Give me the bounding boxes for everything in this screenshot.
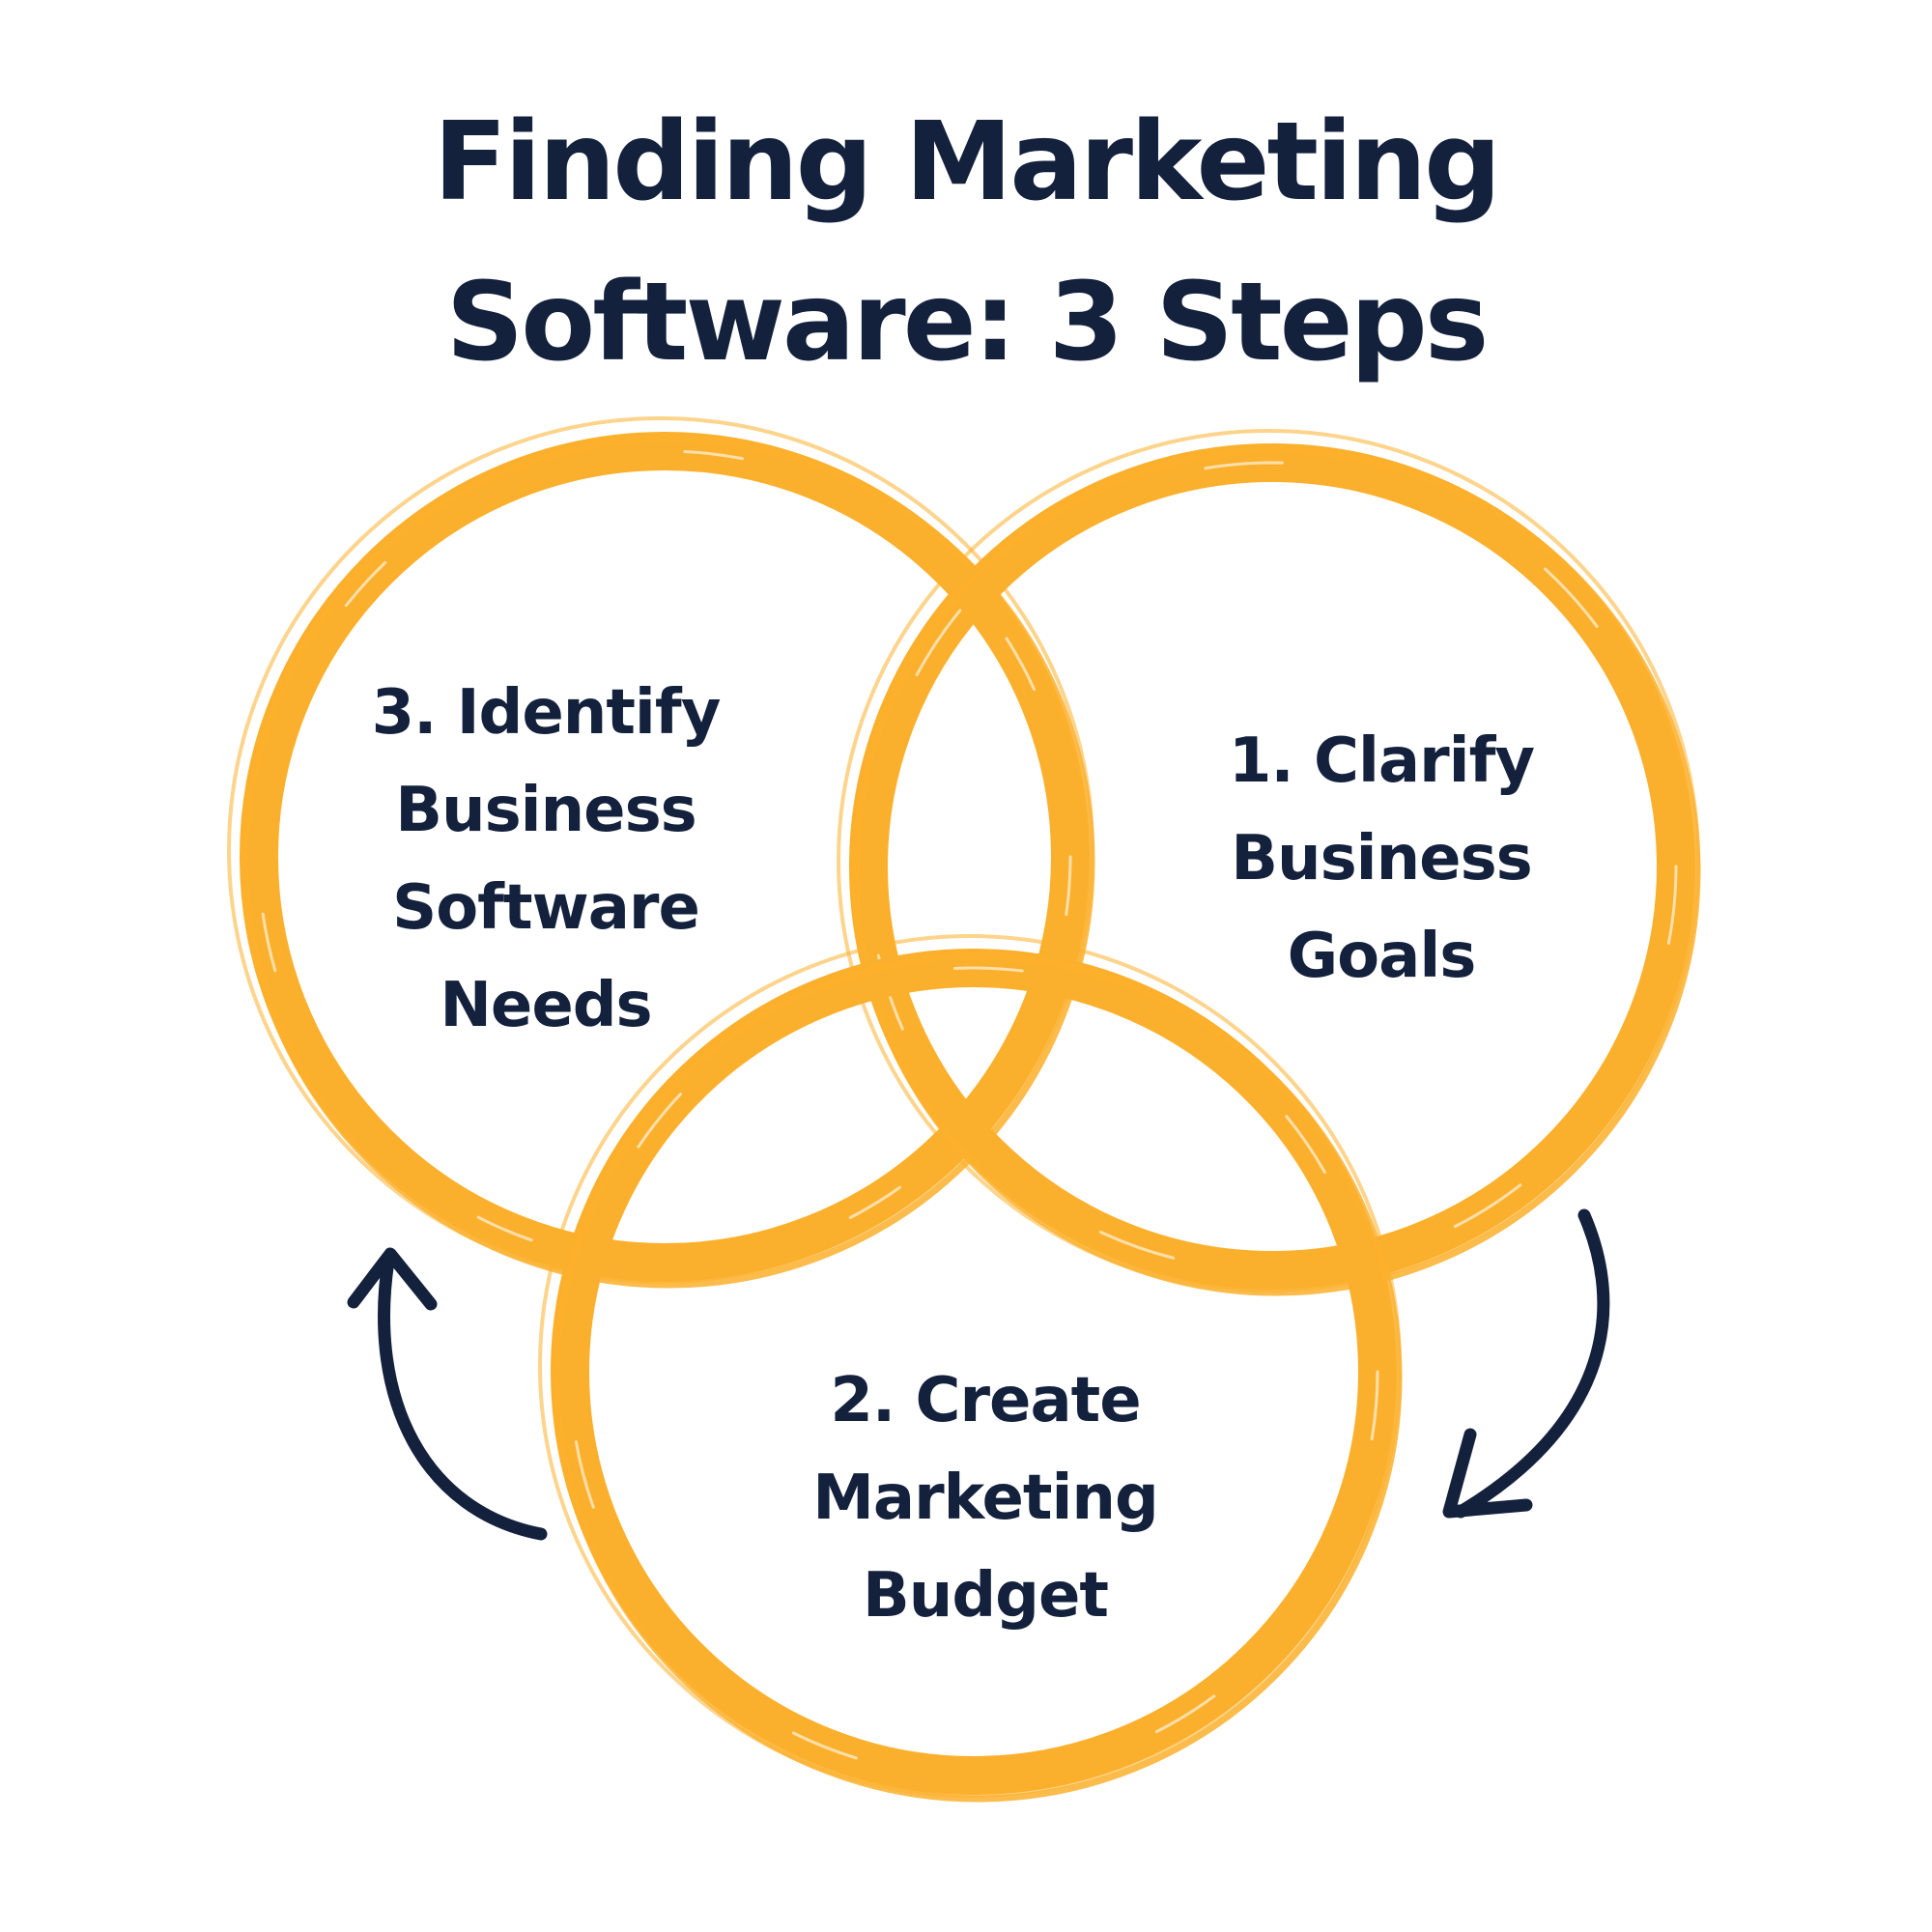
ring-step-1 [837, 429, 1701, 1296]
page-title-line-1: Finding Marketing [433, 99, 1502, 225]
step-3-label-line: Business [395, 775, 697, 846]
step-1-label-line: Goals [1287, 921, 1477, 992]
step-1-label-line: 1. Clarify [1228, 725, 1535, 797]
step-2-label-line: Marketing [812, 1463, 1159, 1534]
step-2-label-line: 2. Create [830, 1365, 1141, 1436]
step-2-label-line: Budget [863, 1560, 1109, 1632]
step-3-label: 3. Identify Business Software Needs [290, 665, 802, 1055]
page-title-line-2: Software: 3 Steps [445, 260, 1490, 385]
step-1-label-line: Business [1231, 823, 1533, 895]
step-1-label: 1. Clarify Business Goals [1121, 713, 1642, 1006]
step-2-label: 2. Create Marketing Budget [710, 1352, 1261, 1645]
curved-arrow-down-icon [1442, 1208, 1610, 1519]
step-3-label-line: Software [392, 872, 700, 944]
ring-step-2 [538, 934, 1403, 1803]
step-3-label-line: Needs [440, 970, 652, 1041]
step-3-label-line: 3. Identify [371, 677, 722, 749]
ring-step-3 [227, 416, 1095, 1289]
curved-arrow-up-icon [347, 1247, 548, 1541]
